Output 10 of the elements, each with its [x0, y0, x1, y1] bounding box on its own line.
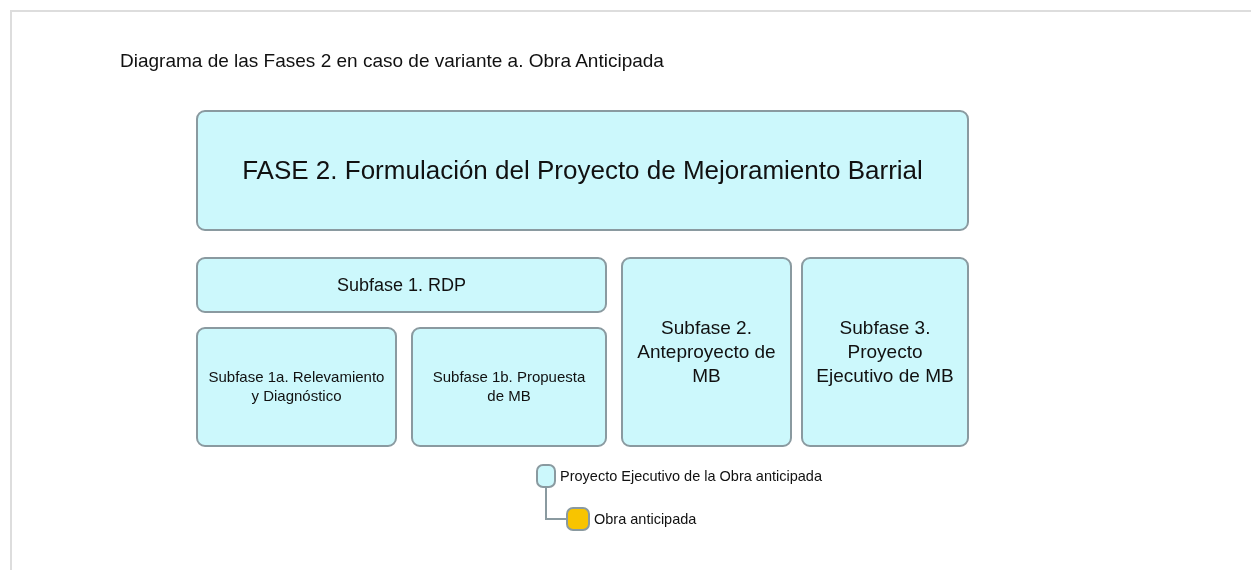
marker-caption: Obra anticipada — [594, 511, 697, 527]
subphase-box: Subfase 1. RDP — [196, 257, 607, 313]
connector-line — [545, 487, 567, 520]
diagram-title: Diagrama de las Fases 2 en caso de variante a. Obra Anticipada — [120, 50, 664, 72]
phase-box: FASE 2. Formulación del Proyecto de Mejoramiento Barrial — [196, 110, 969, 231]
subphase-box: Subfase 3. Proyecto Ejecutivo de MB — [801, 257, 969, 447]
marker-caption: Proyecto Ejecutivo de la Obra anticipada — [560, 468, 822, 484]
subphase-box: Subfase 1a. Relevamiento y Diagnóstico — [196, 327, 397, 447]
subphase-box: Subfase 2. Anteproyecto de MB — [621, 257, 792, 447]
subphase-box: Subfase 1b. Propuesta de MB — [411, 327, 607, 447]
